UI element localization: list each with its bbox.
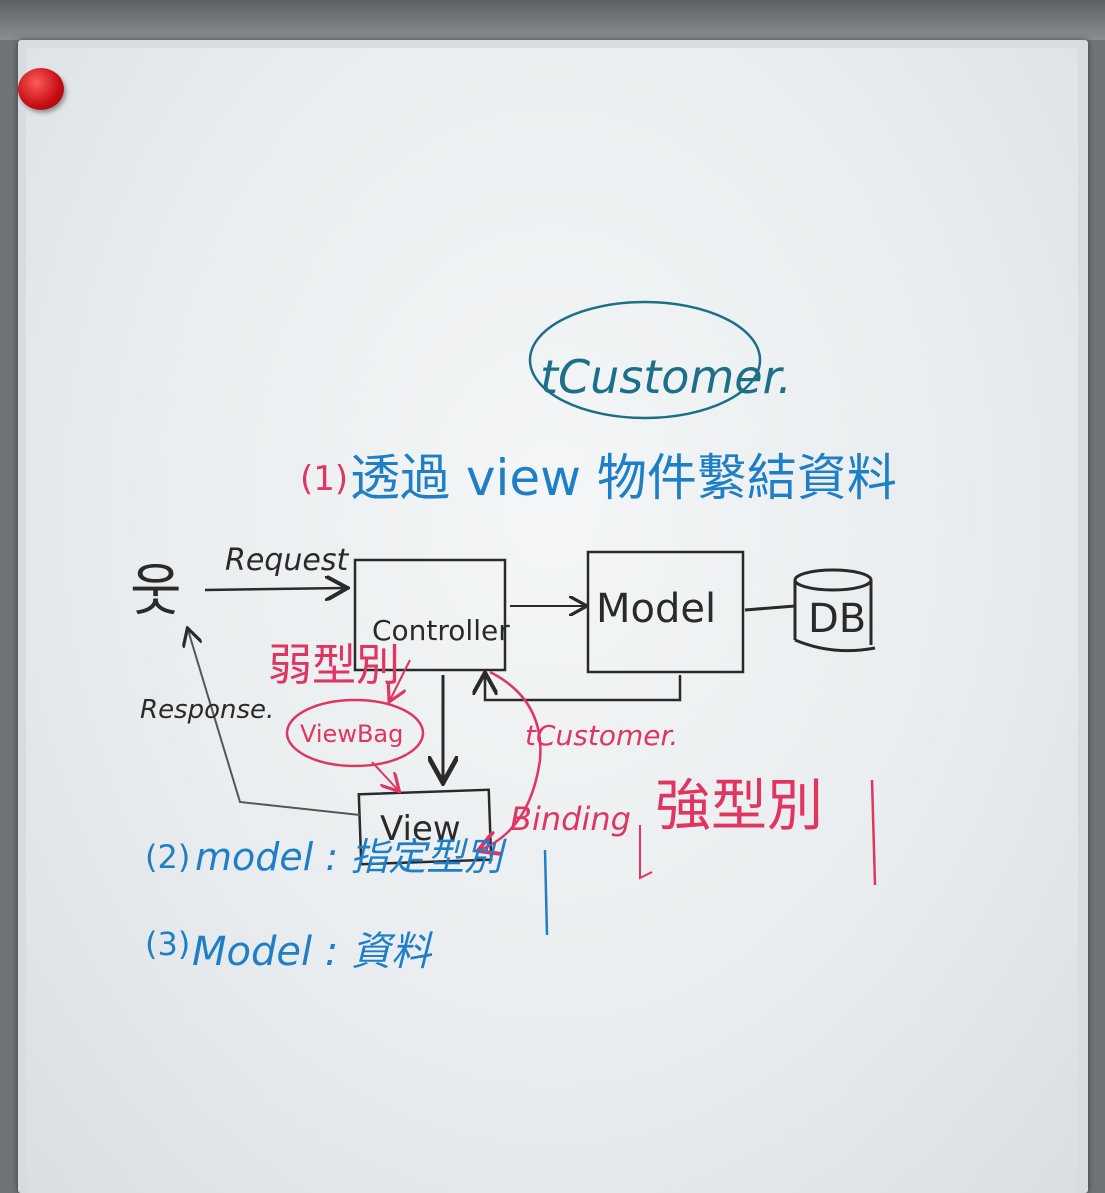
customer-ellipse [528, 300, 762, 420]
model-label: Model [596, 586, 716, 632]
binding-curve [480, 670, 542, 850]
request-label: Request [225, 543, 349, 578]
note-2-stroke [543, 849, 549, 936]
strong-type-label: 強型別 [655, 774, 823, 839]
model-controller-return [485, 675, 682, 702]
note-2-number: (2) [145, 838, 190, 876]
db-label: DB [808, 596, 866, 642]
note-2-text: model : 指定型別 [195, 835, 507, 879]
binding-label: Binding [510, 800, 631, 838]
heading-number: (1) [300, 459, 348, 499]
whiteboard-surface [26, 48, 1078, 1193]
strong-type-stroke [870, 779, 877, 886]
red-magnet [18, 68, 64, 110]
controller-label: Controller [372, 614, 510, 647]
note-3-number: (3) [145, 925, 190, 963]
response-label: Response. [140, 695, 274, 725]
binding-arrow [639, 825, 653, 880]
database-icon [793, 568, 876, 653]
view-box [357, 788, 493, 866]
viewbag-ellipse [285, 698, 425, 768]
request-arrow [204, 588, 345, 590]
weak-type-arrow [390, 659, 411, 700]
viewbag-view-arrow [371, 761, 398, 790]
model-box [586, 550, 745, 674]
model-db-line [744, 604, 796, 612]
viewbag-label: ViewBag [300, 720, 403, 748]
top-note: tCustomer. [540, 350, 792, 404]
view-label: View [380, 809, 461, 849]
weak-type-label: 弱型別 [268, 640, 400, 691]
customer-label: tCustomer. [525, 719, 678, 752]
actor-icon: 웃 [130, 559, 182, 624]
note-3-text: Model : 資料 [192, 929, 433, 975]
wall-background [0, 0, 1105, 40]
controller-box [353, 558, 507, 672]
heading-text: 透過 view 物件繫結資料 [350, 449, 897, 507]
response-arrow [188, 630, 361, 816]
